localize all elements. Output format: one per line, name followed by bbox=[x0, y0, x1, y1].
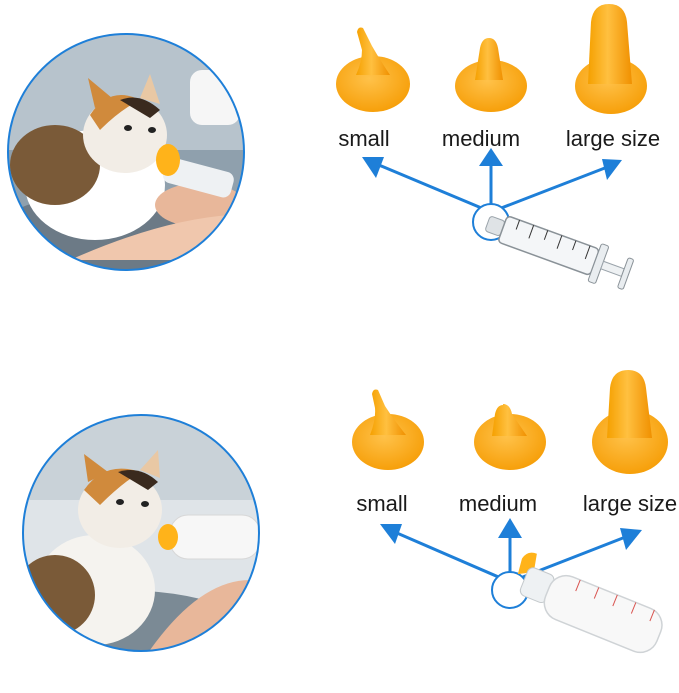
small-nipple bbox=[336, 27, 410, 112]
medium-size-label: medium bbox=[458, 491, 538, 516]
bottle-scene bbox=[22, 370, 668, 654]
large-nipple bbox=[592, 370, 668, 474]
syringe-feeding-panel: small medium large size bbox=[0, 0, 679, 340]
syringe-scene bbox=[7, 4, 647, 290]
arrowheads bbox=[380, 518, 642, 550]
medium-nipple bbox=[455, 38, 527, 112]
small-nipple bbox=[352, 389, 424, 470]
bottle-feeding-panel: small medium large size bbox=[0, 350, 679, 693]
medium-size-label: medium bbox=[441, 126, 521, 151]
photo-border bbox=[22, 414, 260, 652]
photo-border bbox=[7, 33, 245, 271]
large-size-label: large size bbox=[565, 126, 661, 151]
small-size-label: small bbox=[338, 126, 390, 151]
large-nipple bbox=[575, 4, 647, 114]
feeding-bottle bbox=[517, 552, 663, 654]
large-size-label: large size bbox=[582, 491, 678, 516]
kitten-bottle-photo bbox=[23, 415, 259, 651]
syringe bbox=[485, 216, 634, 290]
medium-nipple bbox=[474, 404, 546, 470]
small-size-label: small bbox=[356, 491, 408, 516]
arrowheads bbox=[362, 148, 622, 180]
